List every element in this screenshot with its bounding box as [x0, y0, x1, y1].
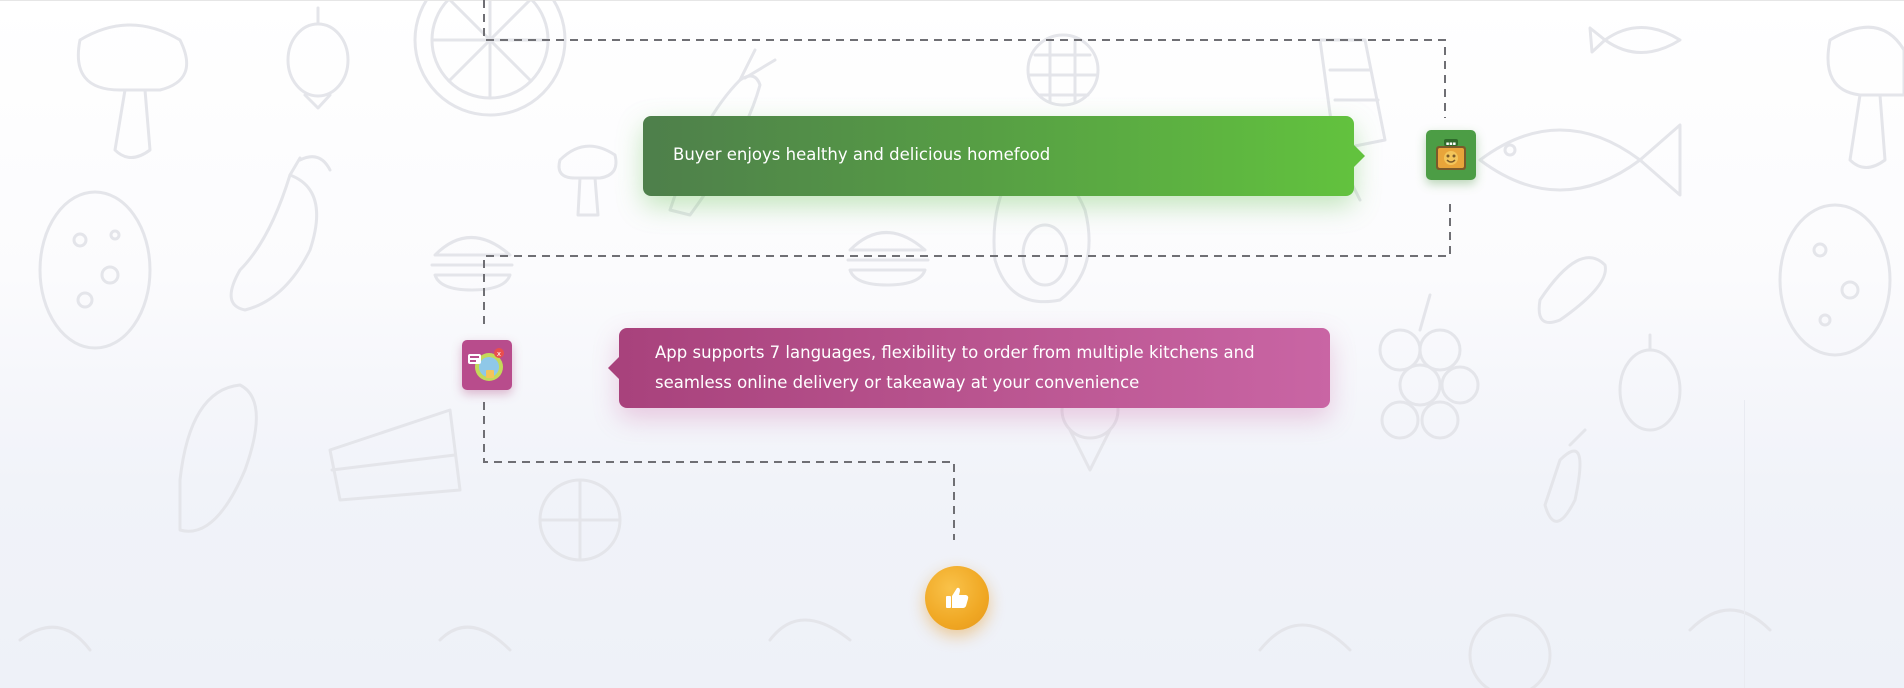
right-edge-line — [1744, 400, 1745, 688]
bread-doodle-icon — [1537, 256, 1607, 324]
meal-box-icon: ▪▪▪ — [1426, 130, 1476, 180]
cookie-doodle-icon — [38, 190, 152, 350]
step-app-supports-line2: seamless online delivery or takeaway at … — [655, 373, 1140, 392]
svg-text:▪▪▪: ▪▪▪ — [1446, 141, 1456, 147]
step-buyer-enjoys-text: Buyer enjoys healthy and delicious homef… — [673, 145, 1051, 164]
mushroom-doodle-icon — [76, 23, 189, 159]
small-mushroom-doodle-icon — [557, 144, 618, 217]
melon-doodle-icon — [1026, 33, 1100, 107]
bottom-doodles-icon — [18, 608, 1772, 688]
mushroom-right-doodle-icon — [1826, 25, 1904, 169]
big-fish-doodle-icon — [1478, 123, 1682, 197]
thumbs-up-badge — [925, 566, 989, 630]
connector-top — [483, 0, 1446, 118]
step-app-supports-bubble: App supports 7 languages, flexibility to… — [608, 328, 1330, 408]
lemon-doodle-icon — [538, 478, 622, 562]
grapes-doodle-icon — [1378, 293, 1480, 440]
mango-doodle-icon — [229, 155, 332, 312]
thumbs-up-icon — [946, 587, 969, 608]
multi-kitchen-icon: x — [462, 340, 512, 390]
bread-left-doodle-icon — [178, 383, 258, 533]
cookie-right-doodle-icon — [1778, 203, 1892, 357]
step-app-supports-line1: App supports 7 languages, flexibility to… — [655, 343, 1255, 362]
onion-right-doodle-icon — [1618, 333, 1682, 432]
top-divider-line — [0, 0, 1904, 1]
burger-doodle-icon — [430, 236, 514, 292]
onion-doodle-icon — [286, 6, 350, 110]
fish-doodle-icon — [1588, 26, 1682, 54]
cake-slice-doodle-icon — [328, 408, 462, 502]
pepper-doodle-icon — [1543, 428, 1587, 523]
connector-middle — [483, 204, 1451, 330]
svg-text:x: x — [497, 350, 501, 358]
step-buyer-enjoys-bubble: Buyer enjoys healthy and delicious homef… — [643, 116, 1365, 196]
connector-bottom — [483, 402, 955, 540]
burger-center-doodle-icon — [846, 231, 930, 287]
